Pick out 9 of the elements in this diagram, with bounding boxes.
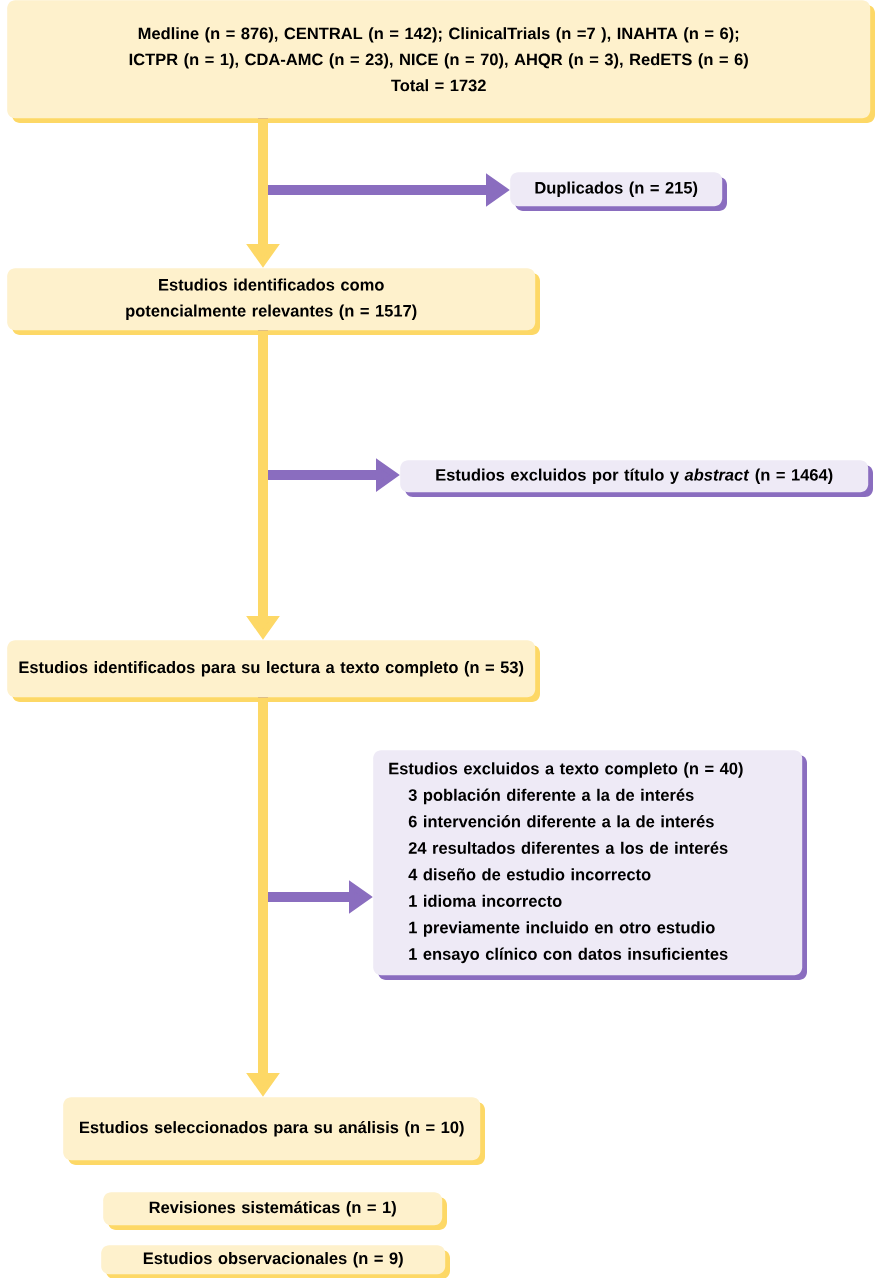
process-box: Duplicados (n = 215)	[510, 172, 727, 211]
process-box: Medline (n = 876), CENTRAL (n = 142); ClinicalTrials (n =7 ), INAHTA (n = 6); ICTPR (n = 1), CDA-AMC (n = 23), NICE (n = 70), AHQR (n = 3), RedETS (n = 6) Total = 1732	[7, 0, 875, 123]
process-box: Estudios observacionales (n = 9)	[101, 1245, 450, 1278]
process-box: Estudios identificados como potencialmente relevantes (n = 1517)	[7, 268, 540, 335]
process-box: Estudios seleccionados para su análisis (n = 10)	[63, 1097, 485, 1165]
process-box: Revisiones sistemáticas (n = 1)	[103, 1192, 447, 1230]
process-box: Estudios excluidos por título y abstract (n = 1464)	[400, 460, 873, 497]
process-box: Estudios excluidos a texto completo (n = 40) 3 población diferente a la de interés 6 intervención diferente a la de interés 24 resultados diferentes a los de interés 4 diseño de estudio incorrecto 1 idioma incorrecto 1 previamente incluido en otro estudio 1 ensayo clínico con datos insuficientes	[373, 750, 807, 980]
process-box: Estudios identificados para su lectura a texto completo (n = 53)	[7, 640, 540, 702]
